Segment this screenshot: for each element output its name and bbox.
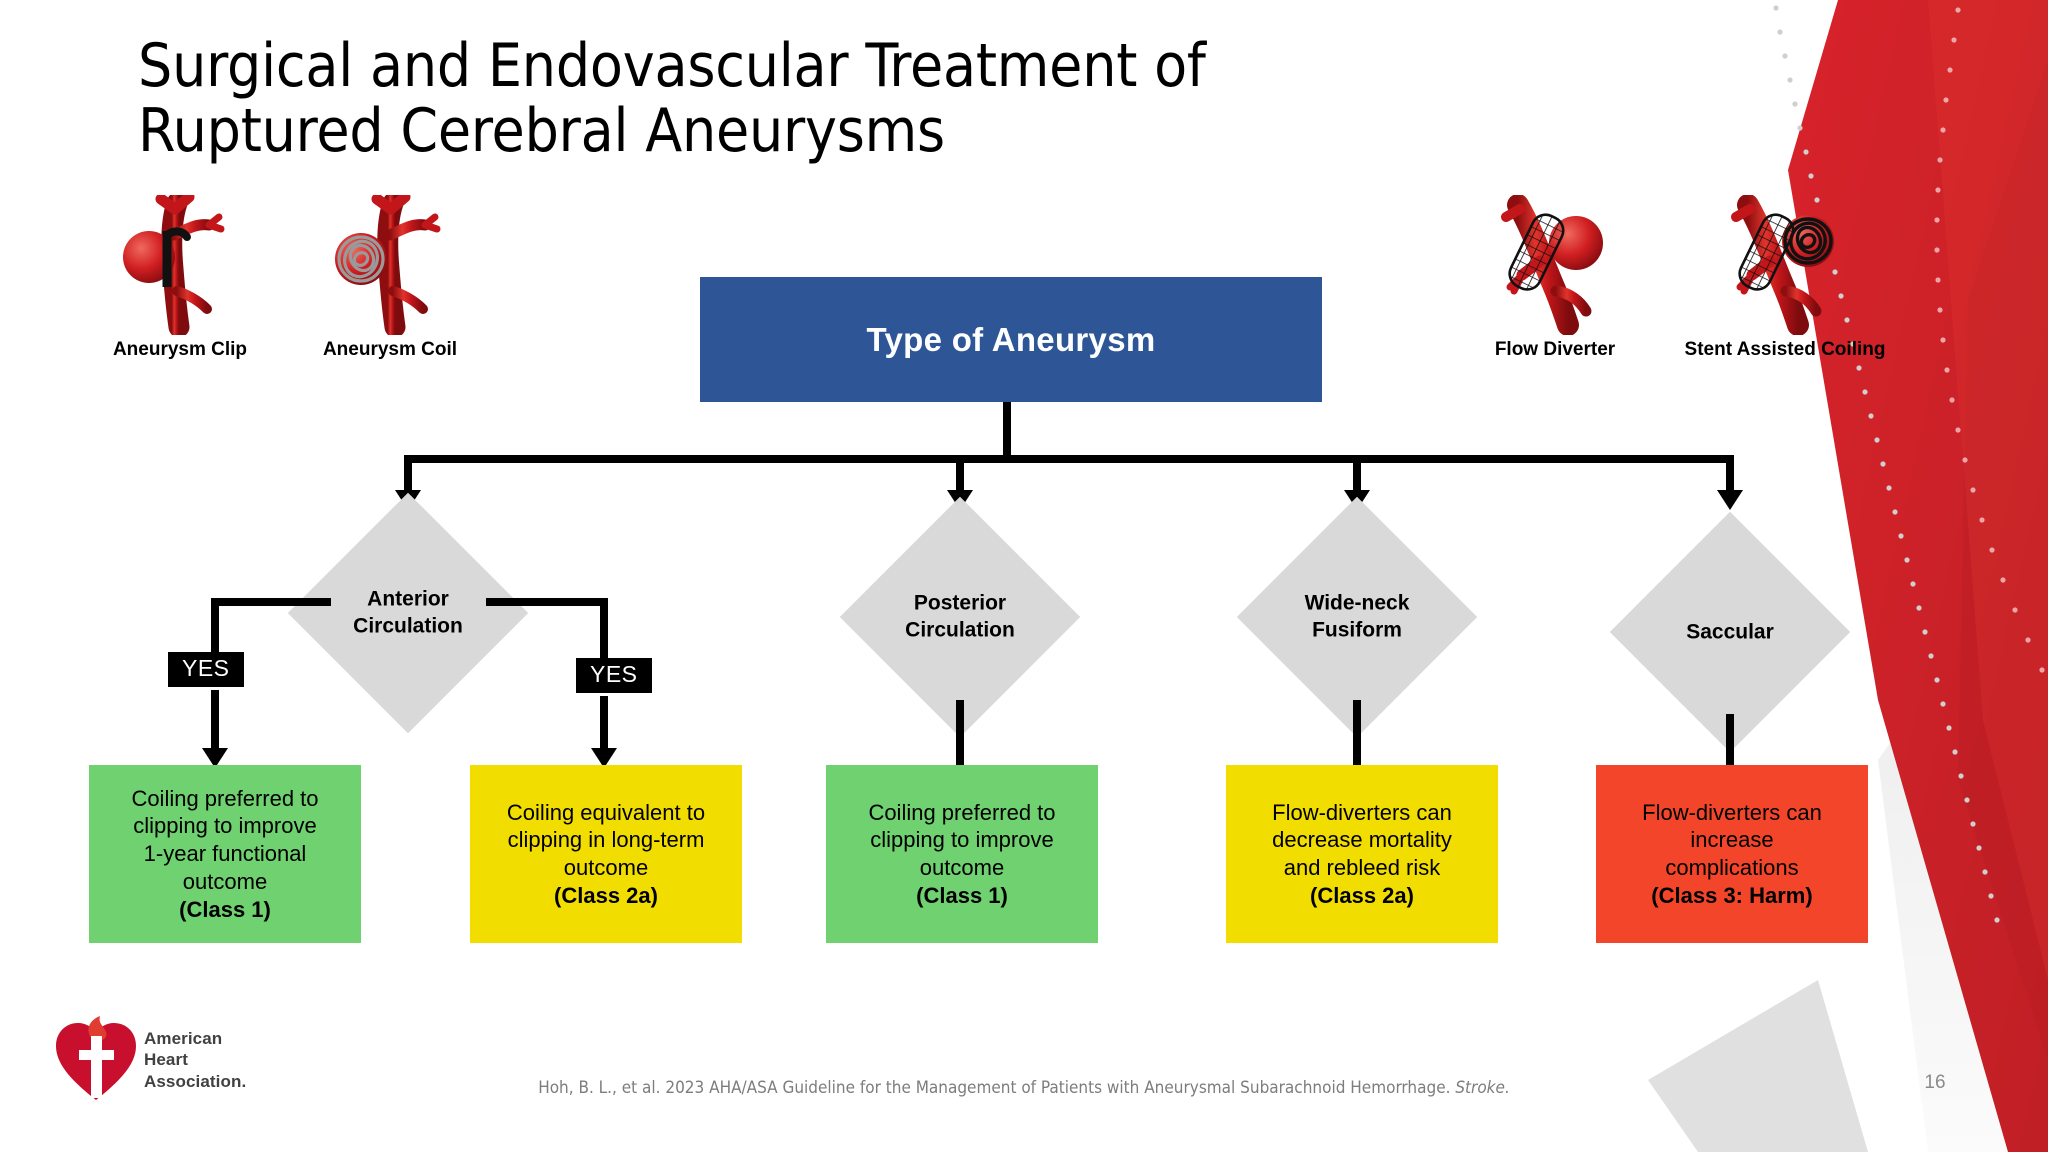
- outcome-class-label: (Class 1): [179, 896, 271, 922]
- connector-anterior-left-h: [211, 598, 331, 606]
- outcome-line: clipping to improve: [870, 827, 1054, 853]
- logo-line-3: Association.: [144, 1071, 247, 1091]
- branch-label-yes-right: YES: [576, 658, 652, 693]
- page-number: 16: [1924, 1072, 1946, 1093]
- outcome-line: clipping to improve: [133, 813, 317, 839]
- branch-label-yes-left: YES: [168, 652, 244, 687]
- outcome-box-posterior-coiling[interactable]: Coiling preferred to clipping to improve…: [826, 765, 1098, 943]
- decision-label-line1: Saccular: [1686, 620, 1774, 644]
- decision-label-line1: Posterior: [913, 591, 1007, 615]
- root-node-label: Type of Aneurysm: [866, 320, 1156, 358]
- outcome-box-wideneck-flowdiverter[interactable]: Flow-diverters can decrease mortality an…: [1226, 765, 1498, 943]
- aneurysm-coil-icon: [315, 191, 465, 338]
- outcome-box-saccular-flowdiverter-harm[interactable]: Flow-diverters can increase complication…: [1596, 765, 1868, 943]
- decision-saccular[interactable]: Saccular: [1609, 511, 1851, 753]
- decision-anterior-circulation[interactable]: Anterior Circulation: [287, 492, 529, 734]
- logo-line-1: American: [144, 1029, 223, 1048]
- connector-root-stem: [1003, 402, 1011, 458]
- decision-label-line2: Fusiform: [1312, 619, 1402, 642]
- connector-anterior-left-v2: [211, 690, 219, 752]
- connector-anterior-right-v1: [600, 598, 608, 658]
- citation-journal: Stroke.: [1455, 1078, 1510, 1098]
- slide-title: Surgical and Endovascular Treatment of R…: [138, 31, 1206, 166]
- outcome-line: 1-year functional: [143, 841, 307, 867]
- illustration-caption: Stent Assisted Coiling: [1684, 339, 1886, 360]
- stent-assisted-coiling-icon: [1710, 194, 1860, 336]
- outcome-line: decrease mortality: [1272, 827, 1452, 853]
- connector-drop-saccular: [1726, 455, 1734, 495]
- american-heart-association-logo: American Heart Association.: [52, 1016, 287, 1106]
- outcome-line: clipping in long-term: [507, 827, 705, 853]
- outcome-line: Coiling preferred to: [131, 785, 319, 811]
- aha-heart-torch-icon: [56, 1016, 136, 1100]
- root-node-type-of-aneurysm[interactable]: Type of Aneurysm: [700, 277, 1322, 402]
- aneurysm-clip-icon: [105, 191, 255, 338]
- outcome-line: outcome: [563, 855, 649, 880]
- connector-anterior-right-v2: [600, 696, 608, 752]
- decision-posterior-circulation[interactable]: Posterior Circulation: [839, 496, 1081, 738]
- outcome-class-label: (Class 3: Harm): [1651, 882, 1813, 908]
- decision-label-line2: Circulation: [353, 615, 463, 638]
- decision-label-line2: Circulation: [905, 619, 1015, 642]
- illustration-caption: Aneurysm Clip: [112, 339, 248, 360]
- flow-diverter-icon: [1480, 194, 1630, 336]
- decision-label-line1: Anterior: [367, 587, 449, 611]
- outcome-box-anterior-coiling-longterm[interactable]: Coiling equivalent to clipping in long-t…: [470, 765, 742, 943]
- illustration-flow-diverter: Flow Diverter: [1445, 194, 1665, 361]
- outcome-line: Flow-diverters can: [1272, 799, 1452, 825]
- connector-posterior-drop: [956, 700, 964, 766]
- connector-saccular-drop: [1726, 714, 1734, 766]
- arrow-saccular: [1717, 490, 1743, 510]
- connector-wideneck-drop: [1353, 700, 1361, 766]
- connector-anterior-right-h: [486, 598, 608, 606]
- outcome-line: and rebleed risk: [1283, 855, 1441, 880]
- connector-drop-anterior: [404, 455, 412, 495]
- logo-line-2: Heart: [144, 1050, 188, 1070]
- outcome-line: outcome: [919, 855, 1005, 880]
- citation-main: Hoh, B. L., et al. 2023 AHA/ASA Guidelin…: [538, 1078, 1451, 1098]
- outcome-class-label: (Class 1): [916, 882, 1008, 908]
- outcome-line: outcome: [182, 868, 268, 894]
- arrow-outcome-2: [591, 748, 617, 768]
- illustration-aneurysm-clip: Aneurysm Clip: [105, 191, 255, 361]
- outcome-line: increase: [1690, 827, 1774, 853]
- outcome-box-anterior-coiling-1year[interactable]: Coiling preferred to clipping to improve…: [89, 765, 361, 943]
- decision-label-line1: Wide-neck: [1304, 591, 1410, 615]
- outcome-class-label: (Class 2a): [554, 882, 658, 908]
- citation-text: Hoh, B. L., et al. 2023 AHA/ASA Guidelin…: [0, 1078, 2048, 1098]
- outcome-line: complications: [1665, 855, 1799, 880]
- illustration-stent-assisted-coiling: Stent Assisted Coiling: [1660, 194, 1910, 361]
- illustration-caption: Aneurysm Coil: [322, 339, 458, 360]
- arrow-outcome-1: [202, 748, 228, 768]
- outcome-line: Flow-diverters can: [1642, 799, 1822, 825]
- outcome-line: Coiling preferred to: [868, 799, 1056, 825]
- illustration-caption: Flow Diverter: [1494, 339, 1616, 360]
- connector-drop-posterior: [956, 455, 964, 495]
- outcome-class-label: (Class 2a): [1310, 882, 1414, 908]
- decision-wide-neck-fusiform[interactable]: Wide-neck Fusiform: [1236, 496, 1478, 738]
- outcome-line: Coiling equivalent to: [506, 799, 706, 825]
- connector-anterior-left-v1: [211, 598, 219, 654]
- connector-bus: [404, 455, 1734, 463]
- connector-drop-wideneck: [1353, 455, 1361, 495]
- illustration-aneurysm-coil: Aneurysm Coil: [315, 191, 465, 361]
